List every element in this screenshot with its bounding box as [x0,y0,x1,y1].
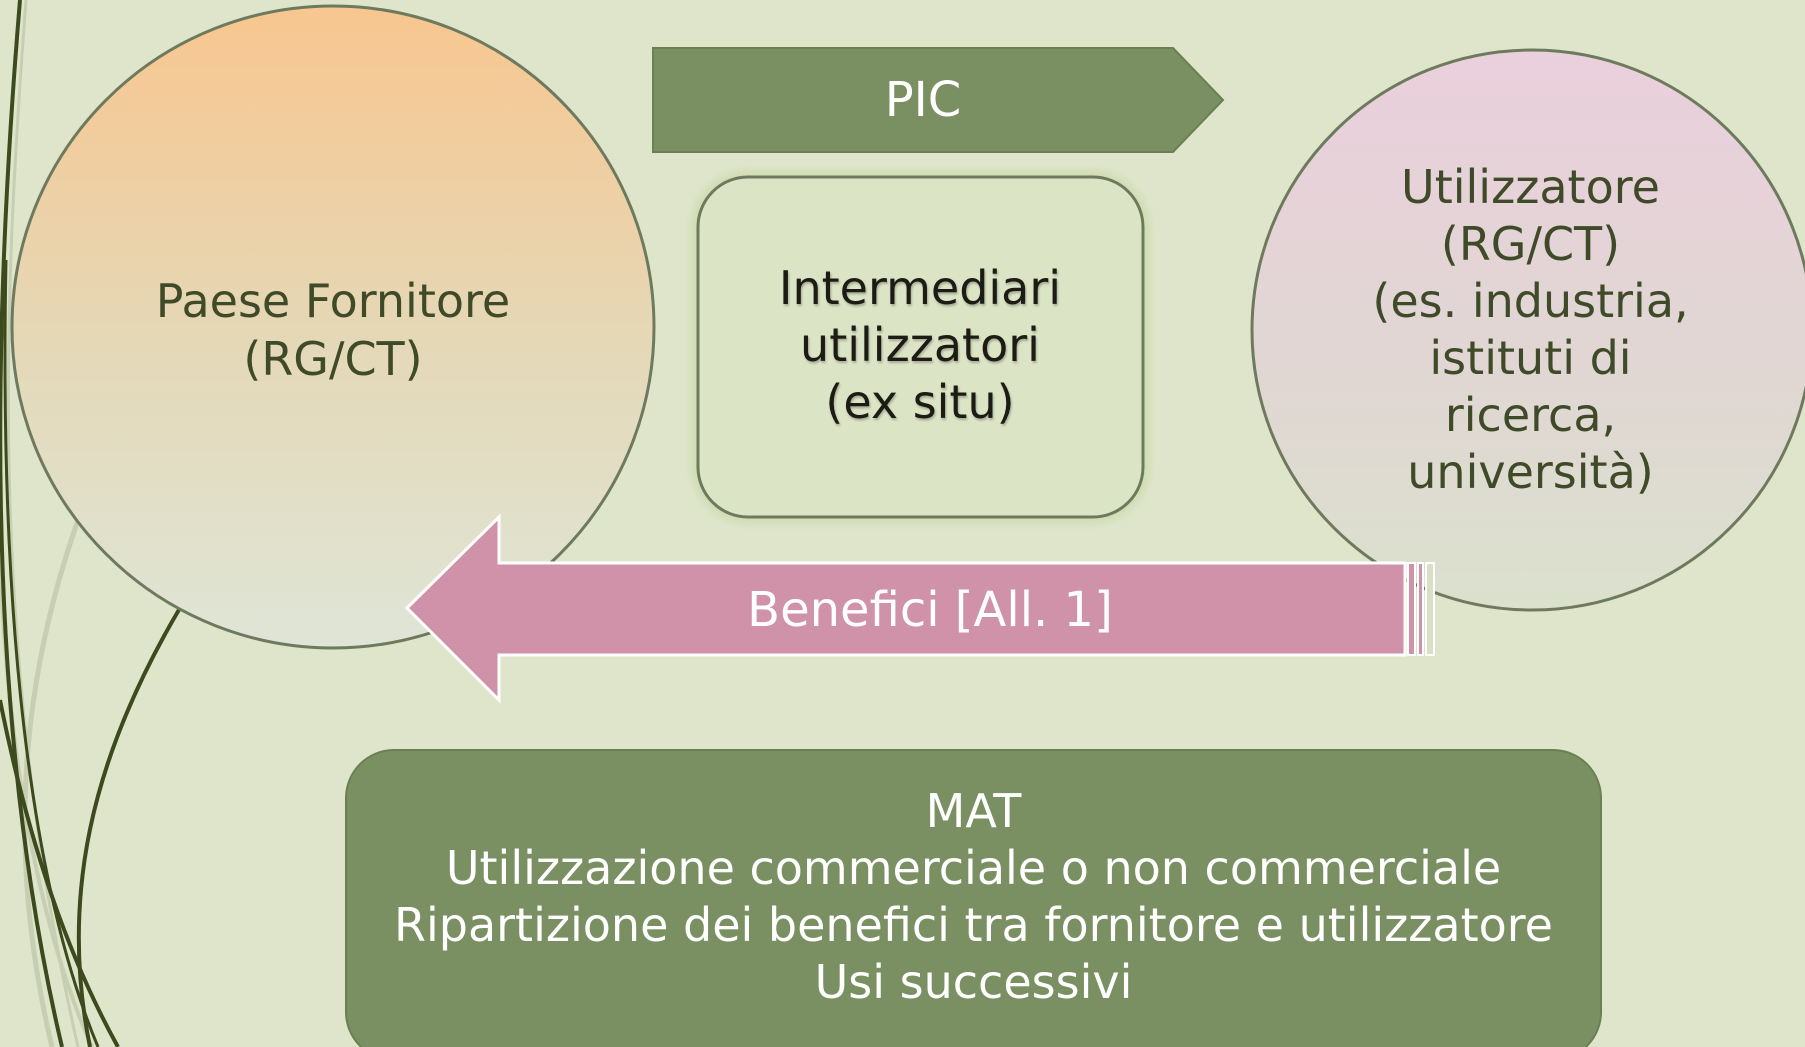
mat-label: MAT Utilizzazione commerciale o non comm… [346,752,1601,1042]
user-circle [1250,48,1805,612]
intermediaries-line-2: utilizzatori [800,317,1040,372]
supplier-line-1: Paese Fornitore [155,274,511,328]
supplier-circle [10,4,656,650]
intermediaries-label: Intermediari utilizzatori (ex situ) [700,180,1140,510]
user-line-5: ricerca, [1444,388,1617,442]
intermediaries-line-3: (ex situ) [825,374,1015,429]
mat-title: MAT [925,784,1022,838]
user-line-2: (RG/CT) [1440,217,1621,271]
intermediaries-box [696,175,1145,519]
user-line-6: università) [1407,445,1654,499]
mat-line-2: Utilizzazione commerciale o non commerci… [445,841,1502,895]
benefits-label: Benefici [All. 1] [500,562,1360,658]
mat-box [345,749,1602,1047]
supplier-line-2: (RG/CT) [243,332,423,386]
decorative-lines [0,0,182,1047]
mat-line-3: Ripartizione dei benefici tra fornitore … [394,898,1553,952]
supplier-label: Paese Fornitore (RG/CT) [13,200,653,460]
intermediaries-line-1: Intermediari [778,260,1062,315]
user-line-4: istituti di [1429,331,1632,385]
user-label: Utilizzatore (RG/CT) (es. industria, ist… [1253,155,1805,505]
pic-text: PIC [884,72,962,128]
user-line-3: (es. industria, [1372,274,1689,328]
pic-arrow [652,47,1225,153]
benefits-arrow [404,513,1435,704]
mat-line-4: Usi successivi [814,955,1133,1009]
pic-label: PIC [653,48,1193,152]
benefits-text: Benefici [All. 1] [747,582,1113,638]
user-line-1: Utilizzatore [1401,160,1660,214]
